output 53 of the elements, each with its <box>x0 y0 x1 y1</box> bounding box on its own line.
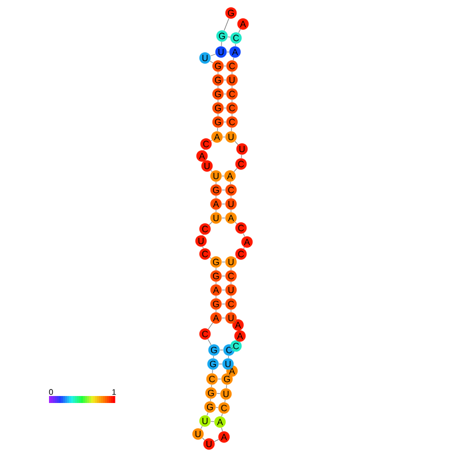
connector-line <box>221 42 222 46</box>
connector-line <box>238 29 241 33</box>
connector-line <box>217 128 218 132</box>
connector-line <box>208 222 212 226</box>
connector-line <box>234 320 236 322</box>
connector-line <box>224 18 230 31</box>
connector-line <box>230 268 232 270</box>
connector-line <box>224 400 226 402</box>
connector-line <box>228 374 230 376</box>
connector-line <box>228 36 230 38</box>
connector-line <box>226 384 227 388</box>
connector-line <box>228 366 232 370</box>
connector-line <box>208 338 212 346</box>
connector-line <box>208 322 213 330</box>
connector-line <box>234 168 238 172</box>
connector-line <box>218 378 222 380</box>
connector-line <box>210 60 214 64</box>
connector-line <box>222 136 226 138</box>
connector-line <box>213 356 214 358</box>
connector-line <box>230 282 232 284</box>
connector-line <box>210 398 211 402</box>
connector-line <box>230 182 231 184</box>
connector-line <box>235 44 236 46</box>
connector-line <box>216 407 218 408</box>
connector-line <box>230 210 232 212</box>
connector-line <box>210 170 212 172</box>
connector-line <box>212 370 213 374</box>
connector-line <box>243 247 245 249</box>
connector-line <box>221 427 223 432</box>
connector-line <box>210 421 214 422</box>
connector-line <box>233 58 234 60</box>
connector-line <box>202 438 205 440</box>
scale-label: 0 <box>49 389 53 395</box>
connector-line <box>200 426 202 430</box>
connector-line <box>202 246 204 249</box>
connector-line <box>211 384 212 388</box>
connector-line <box>234 141 238 145</box>
connector-line <box>230 296 232 298</box>
connector-line <box>214 439 219 442</box>
connector-line <box>230 196 232 198</box>
connector-line <box>243 233 245 237</box>
connector-line <box>230 310 232 312</box>
connector-line <box>210 54 216 56</box>
connector-line <box>210 257 212 259</box>
connector-line <box>216 393 220 394</box>
connector-line <box>230 346 234 350</box>
scale-label: 1 <box>112 389 116 395</box>
connector-line <box>228 356 229 358</box>
connector-line <box>241 154 242 158</box>
connector-line <box>221 413 223 417</box>
connector-line <box>234 222 238 224</box>
connector-line <box>231 128 232 132</box>
connector-line <box>206 412 208 416</box>
